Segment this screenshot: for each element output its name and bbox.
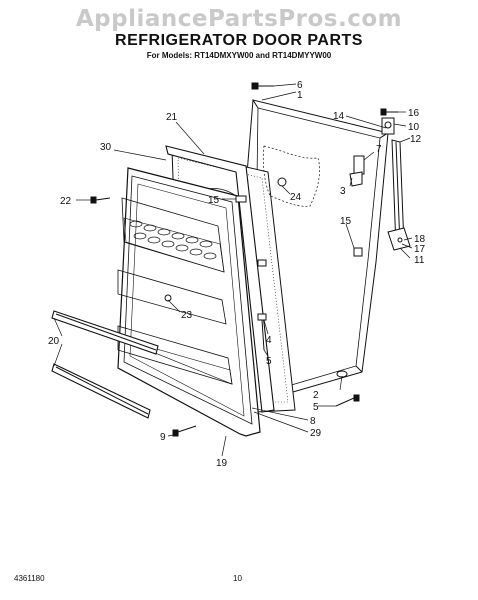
callout-22: 22 — [60, 196, 72, 207]
callout-5-lower: 5 — [313, 402, 319, 413]
door-liner — [117, 167, 261, 437]
screw-5-lower — [335, 394, 360, 407]
callout-30: 30 — [100, 142, 112, 153]
callout-1: 1 — [297, 90, 303, 101]
callout-7: 7 — [376, 144, 382, 155]
screw-6 — [251, 82, 274, 90]
callout-5-upper: 5 — [266, 356, 272, 367]
latch-4-5 — [257, 259, 267, 351]
top-hinge — [381, 117, 395, 135]
page-subtitle: For Models: RT14DMXYW00 and RT14DMYYW00 — [146, 51, 332, 60]
document-code: 4361180 — [14, 574, 45, 583]
callout-24: 24 — [290, 192, 302, 203]
fastener-23 — [164, 294, 172, 302]
screw-16 — [380, 108, 398, 116]
callout-4: 4 — [266, 335, 272, 346]
screw-22 — [90, 196, 111, 204]
callout-18: 18 — [414, 234, 426, 245]
shelf-bar-upper — [51, 310, 159, 355]
callout-11: 11 — [414, 255, 425, 266]
page-title: REFRIGERATOR DOOR PARTS — [115, 32, 363, 49]
foam-cutout — [262, 145, 320, 207]
callout-21: 21 — [166, 112, 178, 123]
callout-15-upper: 15 — [208, 195, 220, 206]
page-number: 10 — [233, 574, 242, 583]
door-stop — [353, 155, 365, 175]
callout-14: 14 — [333, 111, 345, 122]
fastener-24 — [277, 177, 287, 187]
lower-hinge — [387, 227, 411, 251]
callout-16: 16 — [408, 108, 420, 119]
callout-17: 17 — [414, 244, 426, 255]
callout-6: 6 — [297, 80, 303, 91]
callout-labels: 6 1 21 30 14 16 10 7 12 3 24 22 15 15 18… — [48, 80, 426, 469]
callout-12: 12 — [410, 134, 422, 145]
callout-2: 2 — [313, 390, 319, 401]
watermark-text: AppliancePartsPros.com — [75, 6, 403, 32]
screw-9 — [172, 425, 197, 437]
callout-19: 19 — [216, 458, 228, 469]
shelf-bar-lower — [51, 363, 151, 419]
leader-lines — [53, 83, 413, 457]
callout-9: 9 — [160, 432, 166, 443]
callout-20: 20 — [48, 336, 60, 347]
egg-tray — [129, 220, 217, 260]
callout-3: 3 — [340, 186, 346, 197]
door-gasket — [165, 145, 275, 413]
callout-8: 8 — [310, 416, 316, 427]
callout-29: 29 — [310, 428, 322, 439]
callout-23: 23 — [181, 310, 193, 321]
callout-15-lower: 15 — [340, 216, 352, 227]
callout-10: 10 — [408, 122, 420, 133]
